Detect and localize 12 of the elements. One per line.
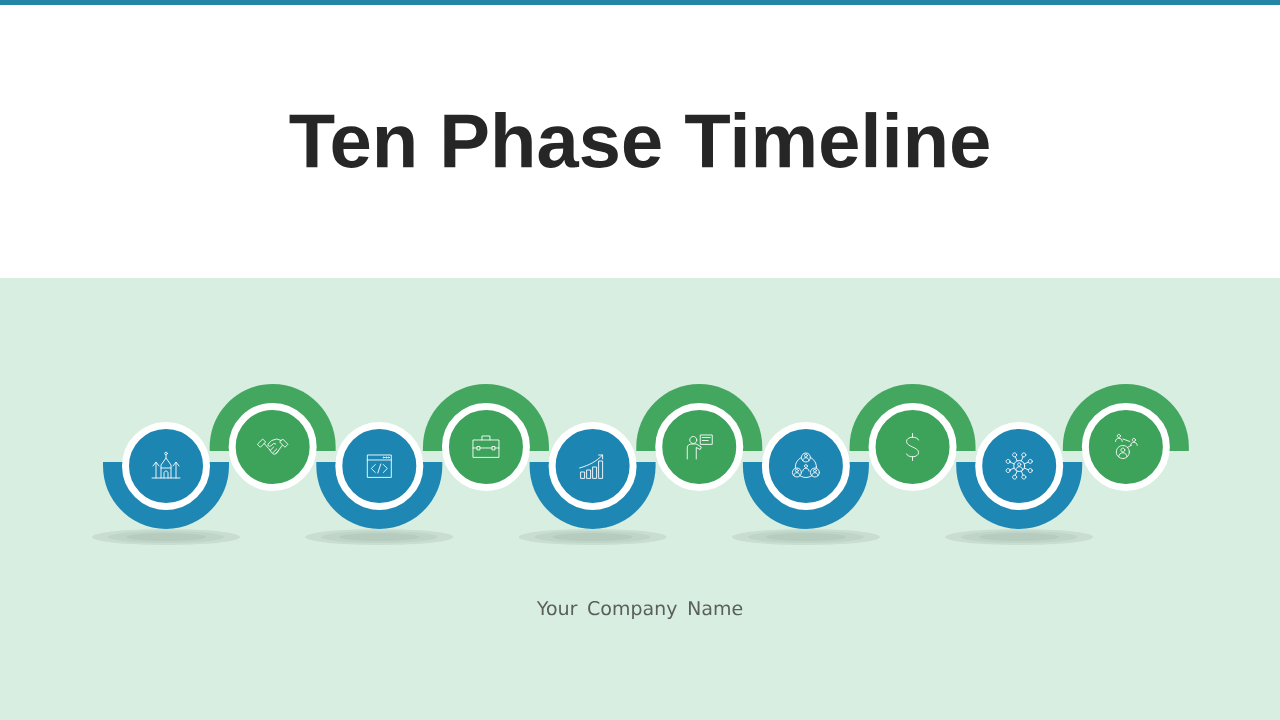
half-ring-circle (636, 384, 763, 491)
half-ring-circle (849, 384, 976, 491)
half-ring-circle (422, 384, 549, 491)
half-ring-circle (1062, 384, 1189, 491)
half-ring-circle (209, 384, 336, 491)
half-ring-circle (529, 422, 656, 529)
footer-text: Your Company Name (536, 600, 743, 619)
half-ring-circle (103, 422, 229, 529)
half-ring-circle (956, 422, 1083, 529)
half-ring-circle (742, 422, 869, 529)
title: Ten Phase Timeline (289, 112, 989, 168)
half-ring-circle (316, 422, 443, 529)
